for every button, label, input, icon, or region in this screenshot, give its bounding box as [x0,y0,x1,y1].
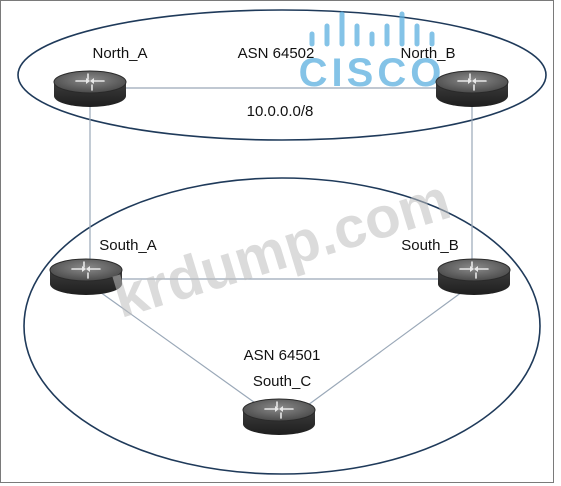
as-64502-boundary [17,9,547,141]
router-north-a[interactable] [53,70,127,108]
router-south-b[interactable] [437,258,511,296]
link-south-a-south-c [99,291,259,406]
label-north-a: North_A [92,45,147,62]
label-south-c: South_C [253,373,312,390]
cisco-logo-text: CISCO [299,51,446,95]
label-network-10-0-0-0: 10.0.0.0/8 [247,103,314,120]
link-south-b-south-c [307,291,463,406]
as-64501-boundary [23,177,541,475]
label-north-b: North_B [400,45,455,62]
label-asn-64501: ASN 64501 [244,347,321,364]
label-south-b: South_B [401,237,459,254]
label-south-a: South_A [99,237,157,254]
cisco-logo-watermark: CISCO [299,11,446,95]
router-south-c[interactable] [242,398,316,436]
router-north-b[interactable] [435,70,509,108]
label-asn-64502: ASN 64502 [238,45,315,62]
